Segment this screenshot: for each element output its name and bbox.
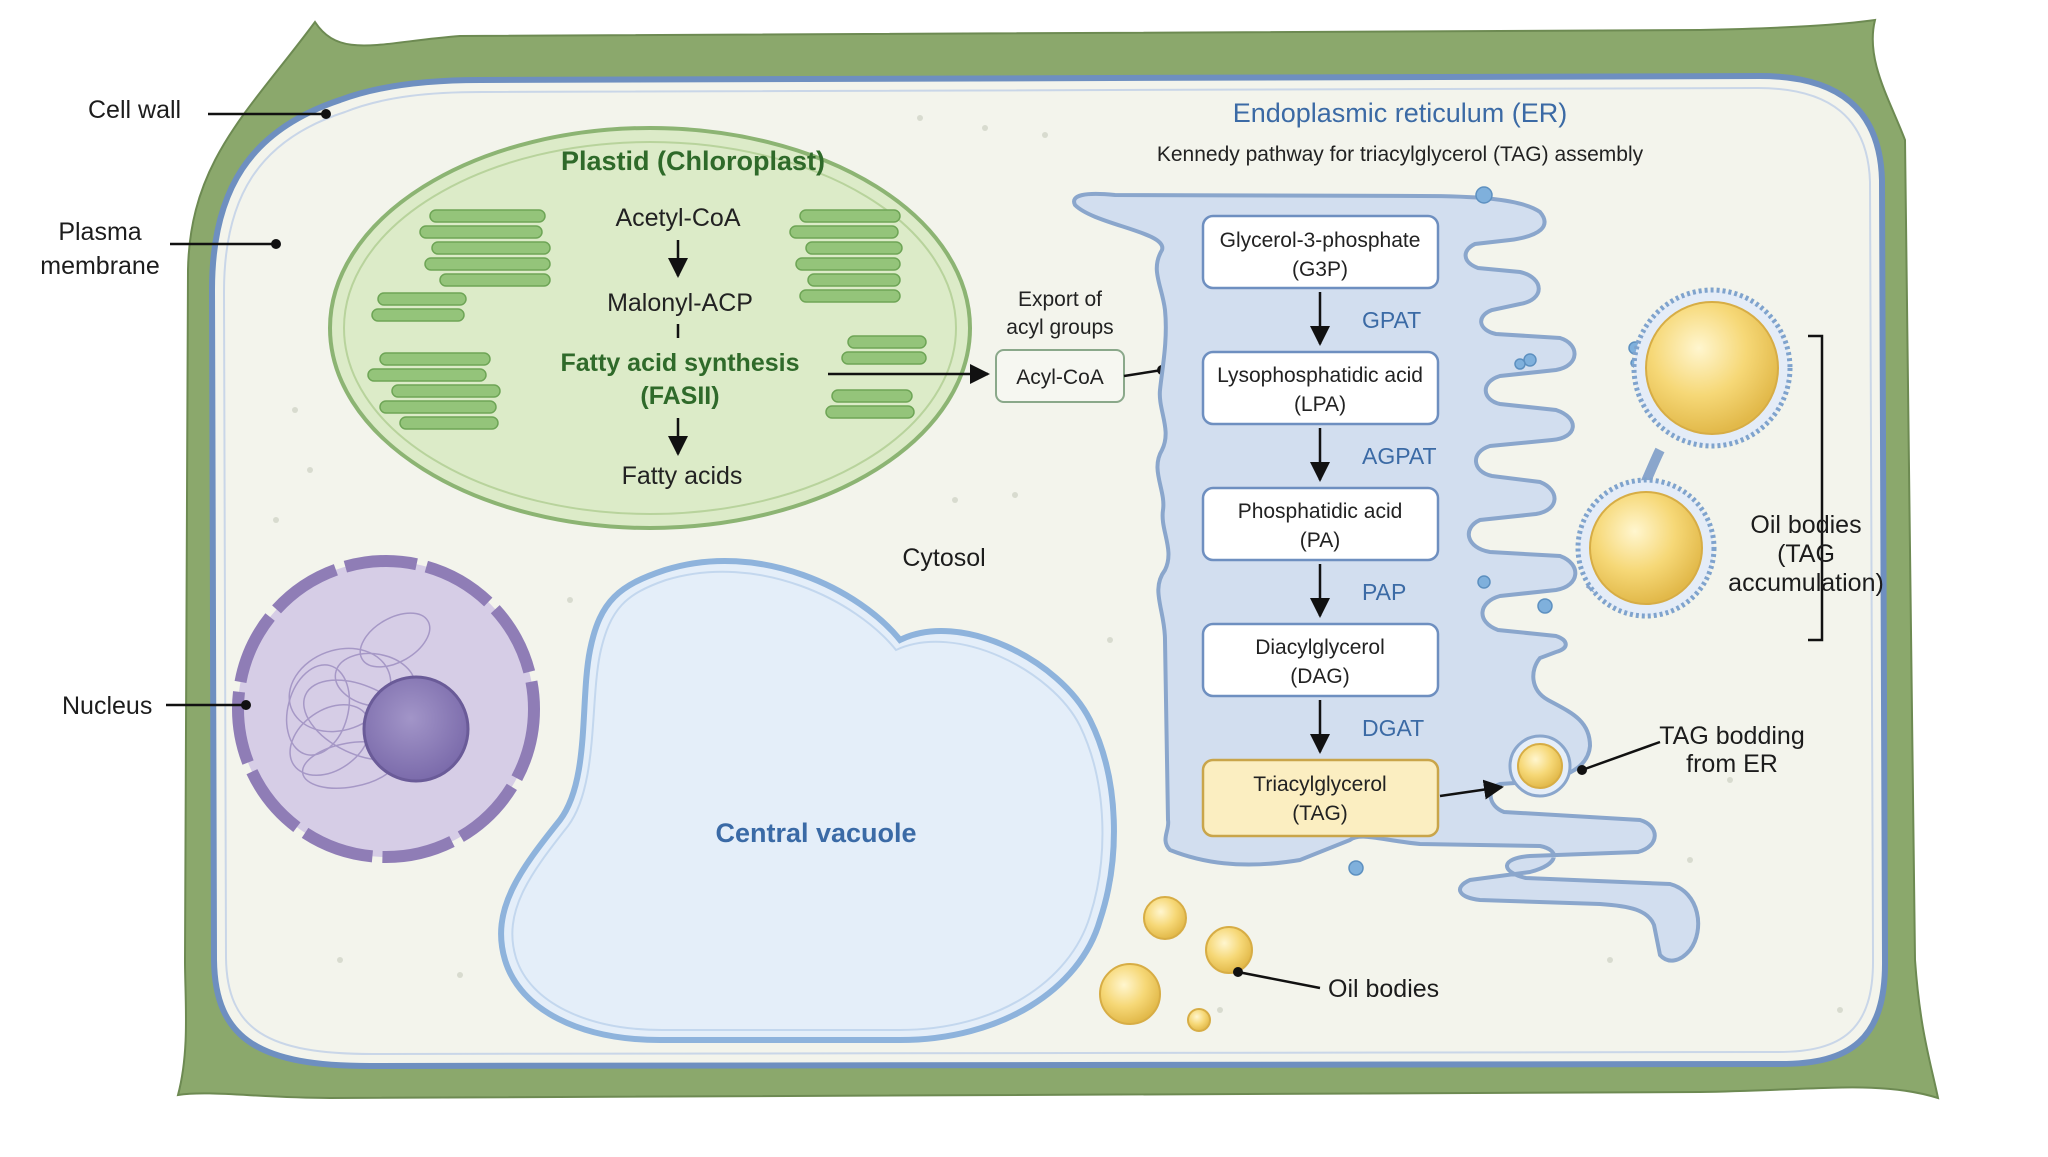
svg-text:(TAG): (TAG) [1292,802,1348,825]
thylakoid-stacks [367,209,927,430]
fasii-label: (FASII) [640,382,719,410]
malonyl-acp-label: Malonyl-ACP [607,289,753,317]
svg-text:Lysophosphatidic acid: Lysophosphatidic acid [1217,364,1423,387]
enzyme-gpat: GPAT [1362,307,1421,333]
oil-bodies-bottom-label: Oil bodies [1328,975,1439,1003]
oil-bodies-right-label-1: Oil bodies [1750,511,1861,539]
acyl-coa-label: Acyl-CoA [1016,366,1104,389]
cytosol-label: Cytosol [902,544,985,572]
step-pa: Phosphatidic acid (PA) [1201,486,1440,562]
svg-text:Phosphatidic acid: Phosphatidic acid [1238,500,1403,523]
svg-text:(DAG): (DAG) [1290,665,1350,688]
cytosol-oil-bodies [1099,896,1253,1032]
enzyme-agpat: AGPAT [1362,443,1437,469]
enzyme-pap: PAP [1362,579,1406,605]
oil-bodies-right-label-3: accumulation) [1728,569,1884,597]
step-g3p: Glycerol-3-phosphate (G3P) [1201,214,1440,290]
plastid-title: Plastid (Chloroplast) [561,146,825,176]
nucleolus [362,675,470,783]
nucleus-label: Nucleus [62,692,152,720]
step-dag: Diacylglycerol (DAG) [1201,622,1440,698]
connector-tag-bud [1581,740,1661,772]
er-subtitle: Kennedy pathway for triacylglycerol (TAG… [1157,143,1644,166]
plasma-membrane-label-2: membrane [40,252,160,280]
svg-text:(LPA): (LPA) [1294,393,1346,416]
vacuole-label: Central vacuole [715,818,916,848]
central-vacuole [498,558,1117,1043]
connector-acyl-er [1123,368,1163,378]
fas-label: Fatty acid synthesis [561,349,800,377]
step-lpa: Lysophosphatidic acid (LPA) [1201,350,1440,426]
plasma-membrane-label-1: Plasma [58,218,141,246]
arrow-tag-bud [1439,779,1504,800]
svg-text:Diacylglycerol: Diacylglycerol [1255,636,1385,659]
svg-text:(G3P): (G3P) [1292,258,1348,281]
export-label-1: Export of [1018,288,1102,311]
fatty-acids-label: Fatty acids [622,462,743,490]
tag-budding-label-1: TAG bodding [1659,722,1804,750]
svg-text:(PA): (PA) [1300,529,1340,552]
connector-oil-bodies [1237,970,1321,990]
svg-text:Glycerol-3-phosphate: Glycerol-3-phosphate [1220,229,1421,252]
tag-budding-label-2: from ER [1686,750,1778,778]
acetyl-coa-label: Acetyl-CoA [615,204,740,232]
export-label-2: acyl groups [1006,316,1113,339]
svg-text:Triacylglycerol: Triacylglycerol [1253,773,1386,796]
oil-bodies-right-label-2: (TAG [1777,540,1835,568]
step-tag: Triacylglycerol (TAG) [1201,758,1440,838]
enzyme-dgat: DGAT [1362,715,1424,741]
er-title: Endoplasmic reticulum (ER) [1233,98,1568,128]
oil-bodies-bracket [1808,334,1824,642]
cell-wall-label: Cell wall [88,96,181,124]
